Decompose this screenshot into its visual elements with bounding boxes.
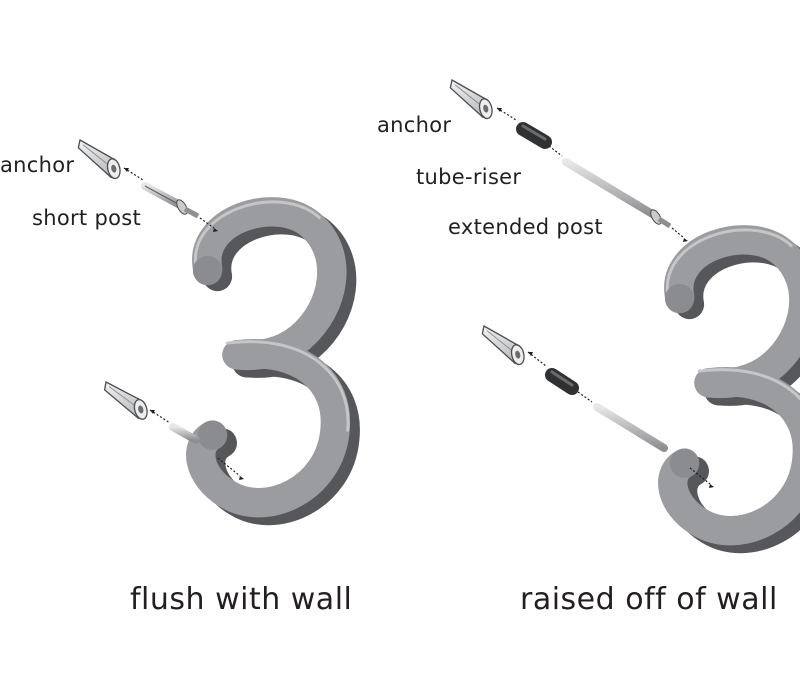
right-top-arrow-icon-2 — [683, 238, 688, 242]
right-bottom-arrow-icon — [528, 352, 533, 356]
left-bottom-short-post-icon — [169, 423, 200, 444]
left-numeral-three — [193, 202, 348, 511]
right-tube-riser-label: tube-riser — [416, 165, 522, 189]
right-top-extended-post-icon — [562, 158, 672, 229]
right-top-anchor-icon — [444, 79, 501, 123]
left-top-arrow-icon — [124, 168, 129, 172]
left-bottom-guide-lines — [149, 409, 241, 477]
right-bottom-tube-riser-icon — [545, 368, 579, 395]
right-top-arrow-icon — [497, 108, 502, 112]
right-top-guide-lines — [496, 107, 685, 239]
left-top-short-post-icon — [141, 182, 200, 219]
left-top-guide-lines — [123, 167, 215, 229]
left-bottom-anchor-icon — [99, 381, 155, 424]
right-bottom-guide-lines — [527, 351, 711, 485]
left-top-anchor-icon — [72, 139, 129, 183]
right-bottom-anchor-icon — [476, 325, 533, 369]
right-bottom-arrow-icon-2 — [709, 484, 714, 488]
left-bottom-arrow-icon — [150, 410, 155, 414]
left-caption: flush with wall — [130, 582, 353, 617]
right-top-tube-riser-icon — [516, 122, 552, 149]
right-extended-post-label: extended post — [448, 215, 603, 239]
left-short-post-label: short post — [32, 206, 141, 230]
left-bottom-arrow-icon-2 — [239, 476, 244, 480]
right-anchor-label: anchor — [377, 113, 452, 137]
right-numeral-three — [665, 230, 800, 539]
right-bottom-extended-post-icon — [593, 403, 668, 452]
left-anchor-label: anchor — [0, 153, 75, 177]
left-top-arrow-icon-2 — [213, 228, 218, 232]
right-caption: raised off of wall — [520, 582, 778, 617]
